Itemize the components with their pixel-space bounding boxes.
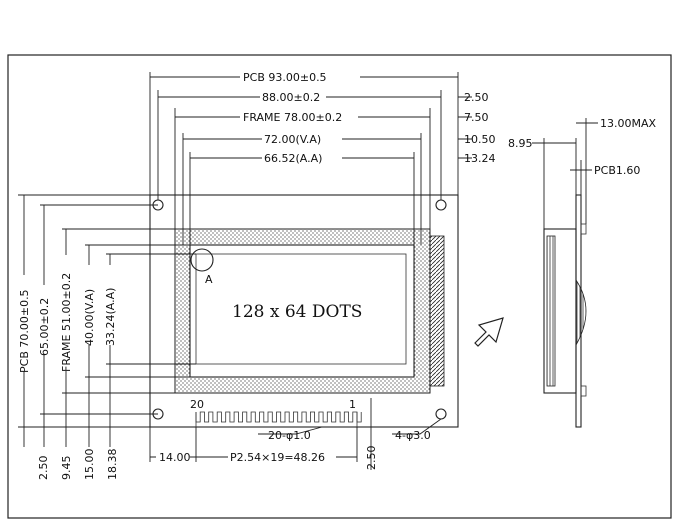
dim-pin-pitch: P2.54×19=48.26 — [230, 451, 325, 464]
dim-right-2-50: 2.50 — [365, 446, 378, 471]
front-view: A 128 x 64 DOTS 20 1 — [149, 194, 459, 428]
dim-frame-height: FRAME 51.00±0.2 — [60, 273, 73, 372]
dim-bottom-15-00: 15.00 — [83, 449, 96, 481]
dim-bottom-9-45: 9.45 — [60, 456, 73, 481]
dim-frame-width: FRAME 78.00±0.2 — [243, 111, 342, 124]
resolution-label: 128 x 64 DOTS — [232, 302, 362, 322]
dim-bottom-2-50: 2.50 — [37, 456, 50, 481]
side-bulge — [575, 279, 587, 346]
dim-depth-8-95: 8.95 — [508, 137, 533, 150]
detail-a-circle — [190, 248, 214, 272]
dim-offset-2-50: 2.50 — [464, 91, 489, 104]
fpc-strip — [429, 235, 445, 387]
drawing-border — [7, 54, 672, 519]
side-glass — [546, 235, 556, 387]
side-connector-bottom — [580, 385, 587, 397]
mount-hole-br — [435, 408, 447, 420]
dim-bottom-18-38: 18.38 — [106, 449, 119, 481]
dim-va-width: 72.00(V.A) — [264, 133, 321, 146]
pcb-outline — [149, 194, 459, 428]
dim-offset-10-50: 10.50 — [464, 133, 496, 146]
pin-first-label: 20 — [190, 398, 204, 411]
pin-header — [195, 411, 362, 427]
active-area — [195, 253, 407, 365]
dim-mount-holes: 4-φ3.0 — [395, 429, 431, 442]
dim-pcb-width: PCB 93.00±0.5 — [243, 71, 327, 84]
dim-height-65: 65.00±0.2 — [38, 298, 51, 356]
side-view — [532, 118, 598, 428]
dim-pin-holes: 20-φ1.0 — [268, 429, 311, 442]
side-connector-top — [580, 223, 587, 235]
dim-width-88: 88.00±0.2 — [262, 91, 320, 104]
mount-hole-tr — [435, 199, 447, 211]
dim-max-thickness: 13.00MAX — [600, 117, 657, 130]
view-direction-arrow — [474, 317, 504, 347]
pin-last-label: 1 — [349, 398, 356, 411]
detail-a-label: A — [205, 273, 213, 286]
dim-va-height: 40.00(V.A) — [83, 289, 96, 346]
dim-aa-height: 33.24(A.A) — [104, 288, 117, 346]
dim-pcb-thickness: PCB1.60 — [594, 164, 640, 177]
dim-pcb-height: PCB 70.00±0.5 — [18, 289, 31, 373]
dim-offset-13-24: 13.24 — [464, 152, 496, 165]
dim-offset-7-50: 7.50 — [464, 111, 489, 124]
viewing-area — [189, 244, 415, 378]
dim-aa-width: 66.52(A.A) — [264, 152, 322, 165]
dim-pin-offset: 14.00 — [159, 451, 191, 464]
